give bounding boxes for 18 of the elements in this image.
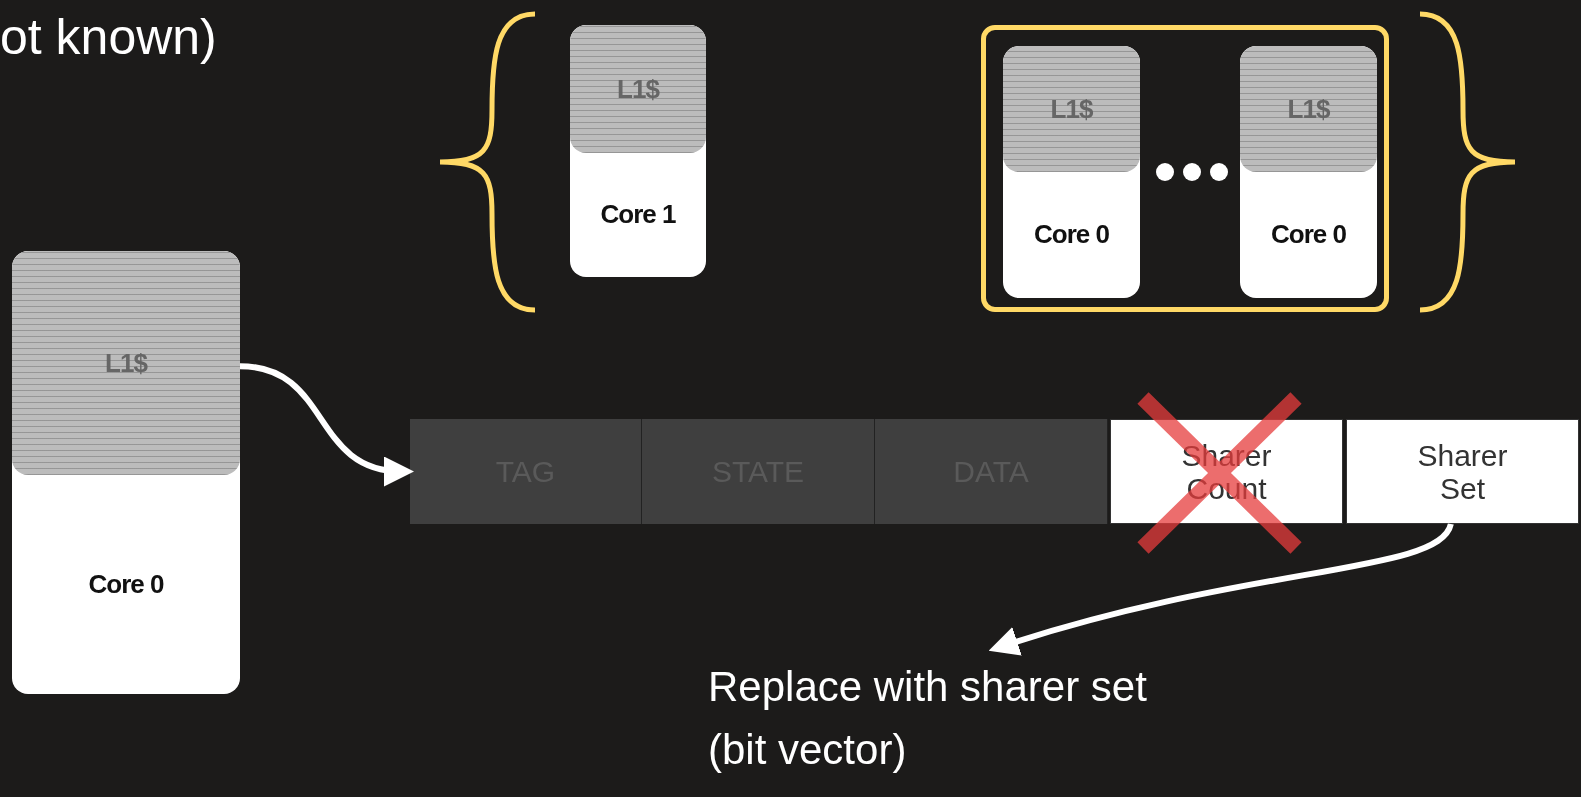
cache-block: L1$ xyxy=(1240,46,1377,172)
heading-text: ot known) xyxy=(0,8,217,66)
cache-block: L1$ xyxy=(12,251,240,475)
note-text: Replace with sharer set (bit vector) xyxy=(708,655,1208,795)
group-frame xyxy=(981,25,1389,312)
core-card xyxy=(1003,46,1140,298)
core-label: Core 1 xyxy=(599,199,677,230)
core-label: Core 0 xyxy=(1033,219,1110,250)
cache-block: L1$ xyxy=(1003,46,1140,172)
cache-block: L1$ xyxy=(570,25,706,153)
core-label: Core 0 xyxy=(1270,219,1347,250)
field-cell: Sharer Set xyxy=(1346,419,1579,524)
core-card xyxy=(570,25,706,277)
arrow xyxy=(239,363,414,485)
arrow xyxy=(988,522,1454,656)
core-label: Core 0 xyxy=(87,568,165,600)
core-card xyxy=(1240,46,1377,298)
core-card xyxy=(12,251,240,694)
